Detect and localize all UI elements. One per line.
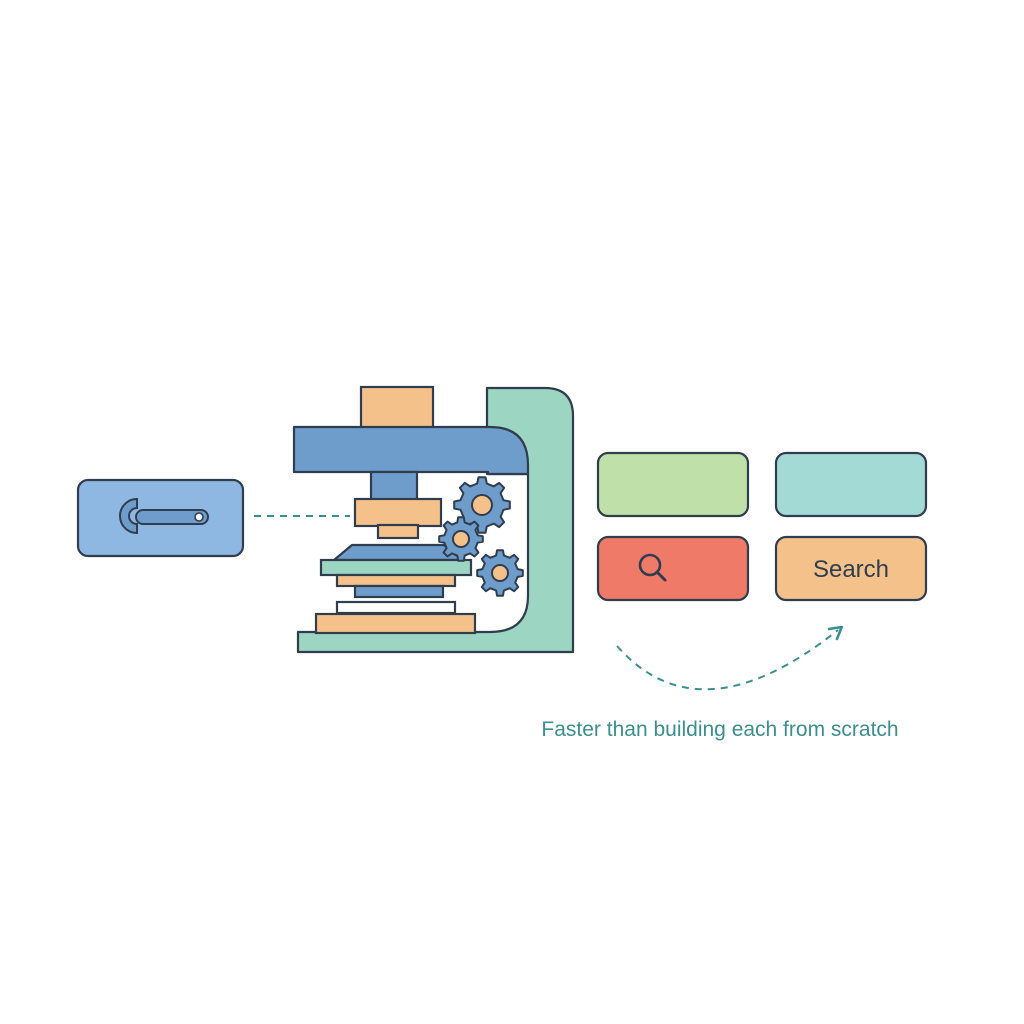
- press-machine-icon: [292, 385, 575, 654]
- plate-green: [319, 558, 473, 577]
- press-base: [314, 612, 477, 635]
- output-card-label: Search: [813, 556, 889, 583]
- output-component-1: [596, 451, 750, 518]
- plate-orange: [335, 573, 457, 588]
- output-component-2: [774, 451, 928, 518]
- press-arm: [292, 425, 530, 476]
- output-card-body: [774, 451, 928, 518]
- press-head-neck: [376, 523, 420, 540]
- piston-top: [359, 385, 435, 431]
- caption-text: Faster than building each from scratch: [541, 718, 898, 741]
- input-component-card: [76, 478, 245, 558]
- output-components: Search: [596, 451, 928, 602]
- output-card-body: [774, 535, 928, 602]
- output-component-4: Search: [774, 535, 928, 602]
- plate-white: [335, 600, 457, 615]
- output-card-body: [596, 535, 750, 602]
- press-ram: [369, 470, 419, 502]
- press-head: [353, 497, 443, 528]
- gear-medium-icon: [476, 549, 524, 597]
- wrench-icon: [119, 497, 209, 535]
- search-icon: [638, 553, 667, 582]
- speed-arrow: [616, 625, 844, 691]
- output-card-body: [596, 451, 750, 518]
- gear-large-icon: [453, 476, 511, 534]
- output-component-3: [596, 535, 750, 602]
- plate-blue: [353, 584, 445, 599]
- gear-small-icon: [438, 516, 484, 562]
